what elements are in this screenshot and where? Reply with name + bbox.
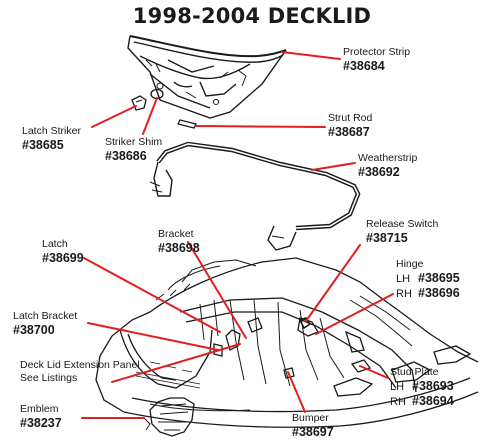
deck-lid-extension-panel-note: See Listings: [20, 372, 78, 384]
emblem-drawing: [143, 397, 195, 437]
protector-strip-name: Protector Strip: [343, 46, 411, 58]
emblem-name: Emblem: [20, 403, 59, 415]
label-weatherstrip: Weatherstrip #38692: [358, 152, 417, 179]
bracket-number: #38698: [158, 241, 200, 255]
callout-latch-bracket: [87, 322, 219, 351]
label-bracket: Bracket #38698: [158, 228, 200, 255]
latch-striker-name: Latch Striker: [22, 125, 81, 137]
release-switch-number: #38715: [366, 231, 408, 245]
callout-release-switch: [305, 244, 361, 322]
callout-lines: [81, 51, 394, 419]
callout-latch: [83, 257, 221, 333]
label-deck-lid-extension-panel: Deck Lid Extension Panel See Listings: [20, 359, 140, 385]
protector-strip-number: #38684: [343, 59, 385, 73]
bumper-name: Bumper: [292, 412, 329, 424]
label-bumper: Bumper #38697: [292, 412, 334, 439]
hinge-rh-tag: RH: [396, 288, 412, 300]
stud-plate-lh-number: #38693: [412, 379, 454, 393]
callout-weatherstrip: [311, 162, 356, 171]
callout-bracket: [187, 241, 247, 339]
callout-deck-lid-extension: [111, 343, 241, 383]
label-hinge: Hinge LH #38695 RH #38696: [396, 258, 460, 301]
label-stud-plate: Stud Plate LH #38693 RH #38694: [390, 366, 454, 409]
callout-striker-shim: [142, 97, 158, 135]
label-strut-rod: Strut Rod #38687: [328, 112, 372, 139]
hinge-name: Hinge: [396, 258, 424, 270]
callout-bumper: [287, 371, 306, 413]
label-latch-bracket: Latch Bracket #38700: [13, 310, 77, 337]
latch-striker-drawing: [131, 95, 147, 111]
hinge-lh-row: LH #38695: [396, 271, 460, 286]
emblem-number: #38237: [20, 416, 62, 430]
strut-rod-number: #38687: [328, 125, 370, 139]
deck-lid-extension-panel-name: Deck Lid Extension Panel: [20, 359, 140, 371]
latch-bracket-name: Latch Bracket: [13, 310, 78, 322]
hinge-lh-number: #38695: [418, 271, 460, 285]
release-switch-name: Release Switch: [366, 218, 439, 230]
label-striker-shim: Striker Shim #38686: [105, 136, 162, 163]
stud-plate-lh-tag: LH: [390, 381, 405, 393]
stud-plate-rh-number: #38694: [412, 394, 454, 408]
callout-latch-striker: [91, 105, 137, 128]
hinge-rh-row: RH #38696: [396, 286, 460, 301]
strut-rod-drawing: [177, 119, 197, 129]
hinge-lh-tag: LH: [396, 273, 411, 285]
weatherstrip-number: #38692: [358, 165, 400, 179]
weatherstrip-drawing: [149, 141, 361, 251]
decklid-panel-drawing: [127, 35, 287, 119]
bracket-name: Bracket: [158, 228, 194, 240]
weatherstrip-name: Weatherstrip: [358, 152, 418, 164]
striker-shim-name: Striker Shim: [105, 136, 163, 148]
stud-plate-name: Stud Plate: [390, 366, 439, 378]
stud-plate-rh-row: RH #38694: [390, 394, 454, 409]
bumper-number: #38697: [292, 425, 334, 439]
strut-rod-name: Strut Rod: [328, 112, 373, 124]
label-protector-strip: Protector Strip #38684: [343, 46, 410, 73]
latch-name: Latch: [42, 238, 68, 250]
stud-plate-rh-tag: RH: [390, 396, 406, 408]
rear-body-drawing: [95, 257, 479, 428]
callout-protector-strip: [281, 51, 341, 60]
hinge-rh-number: #38696: [418, 286, 460, 300]
latch-striker-number: #38685: [22, 138, 64, 152]
label-latch: Latch #38699: [42, 238, 84, 265]
label-emblem: Emblem #38237: [20, 403, 62, 430]
latch-number: #38699: [42, 251, 84, 265]
latch-bracket-number: #38700: [13, 323, 55, 337]
callout-hinge: [315, 293, 394, 335]
callout-stud-plate: [359, 365, 389, 379]
label-latch-striker: Latch Striker #38685: [22, 125, 81, 152]
stud-plate-lh-row: LH #38693: [390, 379, 454, 394]
callout-strut-rod: [195, 125, 326, 128]
label-release-switch: Release Switch #38715: [366, 218, 438, 245]
striker-shim-number: #38686: [105, 149, 147, 163]
diagram-title: 1998-2004 DECKLID: [132, 4, 372, 28]
